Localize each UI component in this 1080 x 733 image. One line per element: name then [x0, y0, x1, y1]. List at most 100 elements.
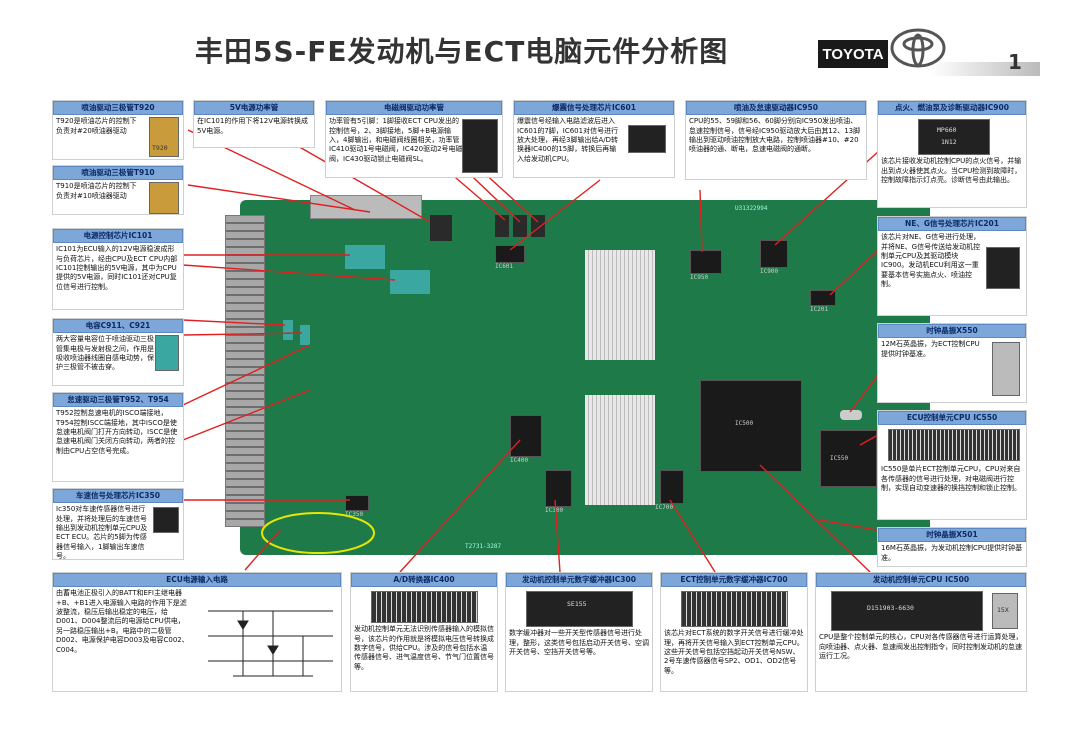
box-ic900-text: 该芯片接收发动机控制CPU的点火信号，并输出到点火器使其点火。当CPU检测到故障… [881, 157, 1022, 184]
box-c911-header: 电容C911、C921 [53, 319, 183, 334]
box-t920-text: T920是喷油芯片的控制下负责对#20喷油器驱动 [56, 117, 137, 135]
t910-photo [149, 182, 179, 214]
page-number: 1 [1008, 50, 1022, 74]
chip-ic201-label: IC201 [810, 306, 829, 313]
chip-ic400 [510, 415, 542, 457]
chip-ic601 [495, 245, 525, 263]
box-power: ECU电源输入电路 由蓄电池正极引入的BATT和EFI主继电器+B、+B1进入电… [52, 572, 342, 692]
chip-ic900-label: IC900 [760, 268, 779, 275]
box-x501-header: 时钟晶振X501 [878, 528, 1026, 543]
box-t920-header: 喷油驱动三极管T920 [53, 101, 183, 116]
box-t910: 喷油驱动三极管T910 T910是喷油芯片的控制下负责对#10喷油器驱动 [52, 165, 184, 215]
box-ic700: ECT控制单元数字缓冲器IC700 该芯片对ECT系统的数字开关信号进行缓冲处理… [660, 572, 808, 692]
vreg-transistor [430, 215, 452, 241]
box-power-text: 由蓄电池正极引入的BATT和EFI主继电器+B、+B1进入电源输入电路的作用下是… [56, 589, 189, 654]
box-ic201: NE、G信号处理芯片IC201 该芯片对NE、G信号进行处理，并将NE、G信号传… [877, 216, 1027, 316]
chip-ic601-label: IC601 [495, 263, 514, 270]
c911-photo [155, 335, 179, 371]
power-circuit-schematic-icon [208, 610, 333, 677]
box-ic400-text: 发动机控制单元无法识别传感器输入的模拟信号，该芯片的作用就是将模拟电压信号转换成… [354, 625, 494, 671]
box-ic101-text: IC101为ECU输入的12V电源稳波成形与负荷芯片，经由CPU及ECT CPU… [56, 245, 178, 291]
box-t952-text: T952控制怠速电机的ISCO端接地，T954控制ISCC端接地，其中ISCO是… [56, 409, 178, 455]
box-ic201-header: NE、G信号处理芯片IC201 [878, 217, 1026, 232]
relay-block-2 [390, 270, 430, 294]
box-x550-header: 时钟晶振X550 [878, 324, 1026, 339]
box-power-header: ECU电源输入电路 [53, 573, 341, 588]
relay-block-1 [345, 245, 385, 269]
ic300-se155: SE155 [567, 600, 587, 608]
box-ic900-header: 点火、燃油泵及诊断驱动器IC900 [878, 101, 1026, 116]
box-ic700-text: 该芯片对ECT系统的数字开关信号进行缓冲处理，再将开关信号输入到ECT控制单元C… [664, 629, 804, 675]
toyota-emblem-icon [890, 28, 946, 68]
ic201-photo [986, 247, 1020, 289]
box-ic300-header: 发动机控制单元数字缓冲器IC300 [506, 573, 652, 588]
box-x550-text: 12M石英晶振，为ECT控制CPU提供时钟基准。 [881, 340, 980, 358]
box-ic101: 电源控制芯片IC101 IC101为ECU输入的12V电源稳波成形与负荷芯片，经… [52, 228, 184, 310]
x501-photo: 15X [992, 593, 1018, 629]
box-ic201-text: 该芯片对NE、G信号进行处理，并将NE、G信号传送给发动机控制单元CPU及其驱动… [881, 233, 981, 289]
box-ic500-text: CPU是整个控制单元的核心，CPU对各传感器信号进行运算处理，向喷油器、点火器、… [819, 633, 1023, 660]
ic350-photo [153, 507, 179, 533]
chip-ic950 [690, 250, 722, 274]
box-t952: 怠速驱动三极管T952、T954 T952控制怠速电机的ISCO端接地，T954… [52, 392, 184, 482]
box-ic550-header: ECU控制单元CPU IC550 [878, 411, 1026, 426]
chip-ic900 [760, 240, 788, 268]
box-ic350-header: 车速信号处理芯片IC350 [53, 489, 183, 504]
ic300-photo: SE155 [526, 591, 633, 627]
box-vreg-header: 5V电源功率管 [194, 101, 314, 116]
chip-ic300 [545, 470, 572, 507]
chip-ic400-label: IC400 [510, 457, 529, 464]
box-ic601: 爆震信号处理芯片IC601 爆震信号经输入电路滤波后进入IC601的7脚，IC6… [513, 100, 675, 178]
ic550-photo [888, 429, 1020, 461]
box-ic350: 车速信号处理芯片IC350 Ic350对车速传感器信号进行处理，并将处理后的车速… [52, 488, 184, 560]
chip-ic300-label: IC300 [545, 507, 564, 514]
box-ic400-header: A/D转换器IC400 [351, 573, 497, 588]
capacitor-c921 [300, 325, 310, 345]
ribbon-cable-bottom [585, 395, 655, 505]
box-ic300-text: 数字缓冲器对一些开关型传感器信号进行处理，整形，这类信号包括启动开关信号、空调开… [509, 629, 649, 656]
chip-ic500-label: IC500 [735, 420, 754, 427]
driver-ic410 [495, 215, 509, 237]
driver-photo [462, 119, 498, 173]
box-c911-text: 两大容量电容位于喷油驱动三极管集电极与发射极之间，作用是吸收喷油器线圈自感电动势… [56, 335, 154, 372]
box-ic900: 点火、燃油泵及诊断驱动器IC900 MP660 1N12 该芯片接收发动机控制C… [877, 100, 1027, 208]
box-ic601-text: 爆震信号经输入电路滤波后进入IC601的7脚，IC601对信号进行放大处理，再经… [517, 117, 619, 163]
box-vreg-text: 在IC101的作用下将12V电源转换成5V电源。 [197, 117, 309, 135]
box-ic700-header: ECT控制单元数字缓冲器IC700 [661, 573, 807, 588]
box-c911: 电容C911、C921 两大容量电容位于喷油驱动三极管集电极与发射极之间，作用是… [52, 318, 184, 386]
box-x550: 时钟晶振X550 12M石英晶振，为ECT控制CPU提供时钟基准。 [877, 323, 1027, 403]
box-driver: 电磁阀驱动功率管 功率管有5引脚：1脚接收ECT CPU发出的控制信号，2、3脚… [325, 100, 503, 178]
box-ic500: 发动机控制单元CPU IC500 D151903-6630 15X CPU是整个… [815, 572, 1027, 692]
driver-ic420 [513, 215, 527, 237]
box-ic101-header: 电源控制芯片IC101 [53, 229, 183, 244]
box-ic500-header: 发动机控制单元CPU IC500 [816, 573, 1026, 588]
crystal-x550 [840, 410, 862, 420]
box-driver-header: 电磁阀驱动功率管 [326, 101, 502, 116]
t920-photo: T920 [149, 117, 179, 157]
board-serial: U31322994 [735, 205, 768, 212]
ic500-part: D151903-6630 [867, 604, 914, 612]
box-t952-header: 怠速驱动三极管T952、T954 [53, 393, 183, 408]
ic900-1n12: 1N12 [941, 138, 957, 146]
page-number-bar [930, 62, 1040, 76]
x501-label: 15X [997, 606, 1009, 614]
chip-ic350-label: IC350 [345, 511, 364, 518]
box-ic300: 发动机控制单元数字缓冲器IC300 SE155 数字缓冲器对一些开关型传感器信号… [505, 572, 653, 692]
box-ic550: ECU控制单元CPU IC550 IC550是单片ECT控制单元CPU，CPU对… [877, 410, 1027, 520]
ic500-photo: D151903-6630 [831, 591, 983, 631]
chip-ic350 [345, 495, 369, 511]
ic400-photo [371, 591, 478, 623]
ic900-photo: MP660 1N12 [918, 119, 990, 155]
ic601-photo [628, 125, 666, 153]
box-ic950: 喷油及怠速驱动器IC950 CPU的55、59脚和56、60脚分别向IC950发… [685, 100, 867, 180]
ic900-mp660: MP660 [937, 126, 957, 134]
ic700-photo [681, 591, 788, 627]
chip-ic201 [810, 290, 836, 306]
box-x501: 时钟晶振X501 16M石英晶振，为发动机控制CPU提供时钟基准。 [877, 527, 1027, 567]
board-part-number: T2731-3287 [465, 543, 502, 550]
chip-ic550-label: IC550 [830, 455, 849, 462]
box-ic950-text: CPU的55、59脚和56、60脚分别向IC950发出喷油、怠速控制信号，信号经… [689, 117, 861, 154]
box-ic950-header: 喷油及怠速驱动器IC950 [686, 101, 866, 116]
capacitor-c911 [283, 320, 293, 340]
page-title: 丰田5S-FE发动机与ECT电脑元件分析图 [195, 35, 729, 68]
